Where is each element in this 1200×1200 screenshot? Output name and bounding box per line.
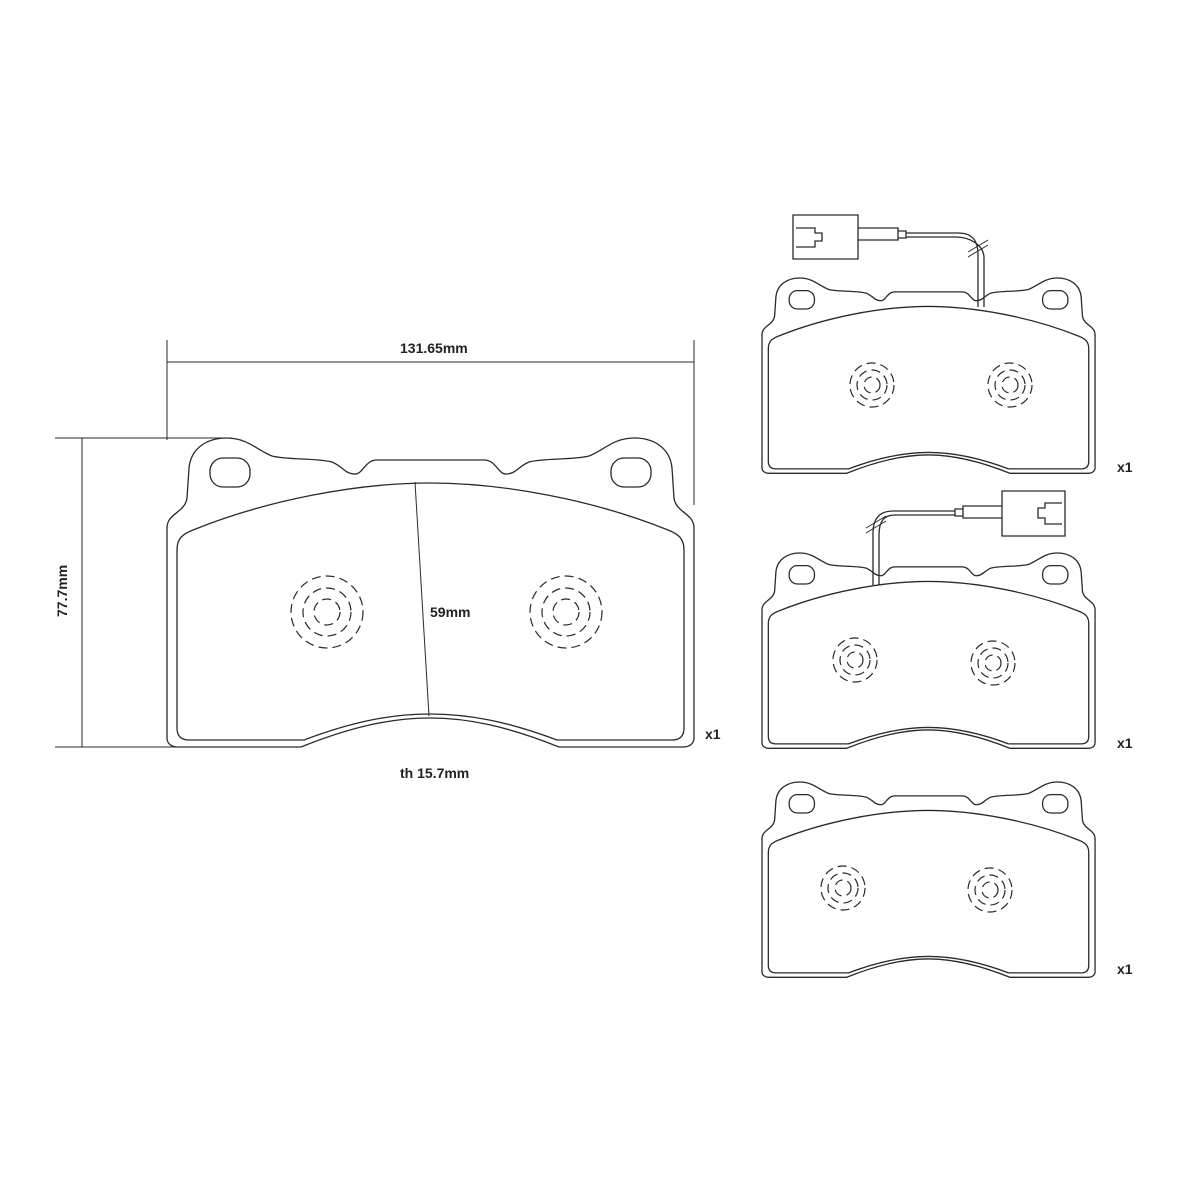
wear-sensor-connector	[865, 491, 1065, 585]
quantity-label: x1	[1117, 961, 1133, 977]
friction-material	[177, 483, 684, 740]
dashed-circle	[846, 651, 864, 669]
friction-material	[768, 810, 1088, 972]
backing-plate	[762, 278, 1095, 473]
wear-sensor-connector	[793, 215, 989, 307]
dashed-circle	[994, 369, 1026, 401]
backing-plate	[167, 438, 694, 747]
dashed-circle	[967, 867, 1013, 913]
mounting-hole	[1043, 566, 1068, 584]
piston-contact-circles	[832, 637, 878, 683]
dashed-circle	[977, 647, 1009, 679]
mounting-hole	[611, 458, 651, 487]
dimension-height	[55, 437, 232, 748]
dimension-friction-height	[414, 481, 430, 717]
mounting-hole	[210, 458, 250, 487]
dashed-circle	[827, 872, 859, 904]
mounting-hole	[789, 795, 814, 813]
backing-plate	[762, 553, 1095, 748]
dashed-circle	[552, 598, 580, 626]
mounting-hole	[1043, 291, 1068, 309]
dashed-circle	[856, 369, 888, 401]
dashed-circle	[849, 362, 895, 408]
quantity-label: x1	[705, 726, 721, 742]
dashed-circle	[290, 575, 364, 649]
dashed-circle	[1001, 376, 1019, 394]
friction-material	[768, 581, 1088, 743]
dashed-circle	[981, 881, 999, 899]
width-dimension-label: 131.65mm	[400, 340, 468, 356]
mounting-hole	[789, 291, 814, 309]
thickness-label: th 15.7mm	[400, 765, 470, 781]
dashed-circle	[313, 598, 341, 626]
friction-material	[768, 306, 1088, 468]
piston-contact-circles	[290, 575, 364, 649]
brake-pad	[167, 438, 694, 747]
dashed-circle	[984, 654, 1002, 672]
dashed-circle	[302, 587, 352, 637]
piston-contact-circles	[987, 362, 1033, 408]
backing-plate	[762, 782, 1095, 977]
brake-pad	[762, 782, 1095, 977]
friction-height-label: 59mm	[430, 604, 471, 620]
dashed-circle	[839, 644, 871, 676]
piston-contact-circles	[967, 867, 1013, 913]
piston-contact-circles	[820, 865, 866, 911]
brake-pad	[762, 278, 1095, 473]
mounting-hole	[1043, 795, 1068, 813]
dashed-circle	[974, 874, 1006, 906]
dashed-circle	[970, 640, 1016, 686]
dashed-circle	[834, 879, 852, 897]
piston-contact-circles	[529, 575, 603, 649]
quantity-label: x1	[1117, 459, 1133, 475]
dashed-circle	[541, 587, 591, 637]
piston-contact-circles	[849, 362, 895, 408]
mounting-hole	[789, 566, 814, 584]
brake-pad	[762, 553, 1095, 748]
height-dimension-label: 77.7mm	[54, 564, 70, 617]
dashed-circle	[863, 376, 881, 394]
dashed-circle	[820, 865, 866, 911]
dashed-circle	[832, 637, 878, 683]
dimension-width	[166, 340, 695, 505]
dashed-circle	[529, 575, 603, 649]
piston-contact-circles	[970, 640, 1016, 686]
quantity-label: x1	[1117, 735, 1133, 751]
dashed-circle	[987, 362, 1033, 408]
